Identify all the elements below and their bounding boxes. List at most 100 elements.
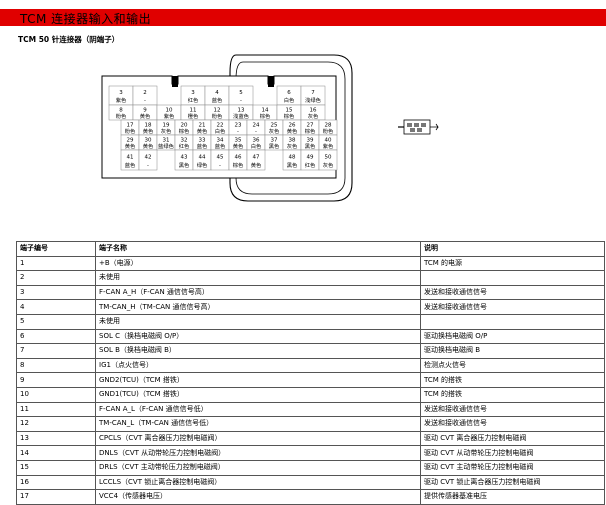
pin-wire-color: 棕色 (179, 127, 190, 135)
description-cell: TCM 的搭铁 (420, 372, 605, 388)
pin-number: 10 (166, 107, 173, 113)
pin-number: 5 (239, 90, 243, 96)
pin-number: 11 (190, 107, 197, 113)
pin-name-cell: IG1（点火信号） (95, 357, 421, 374)
pin-number: 18 (145, 122, 152, 128)
pin-number: 3 (119, 90, 123, 96)
pin-number: 9 (143, 107, 147, 113)
pin-number: 38 (289, 137, 296, 143)
pin-number: 46 (235, 154, 242, 160)
pin-name-cell: DNLS（CVT 从动带轮压力控制电磁阀） (95, 445, 421, 461)
pin-number-cell: 12 (16, 416, 96, 432)
pin-wire-color: 白色 (215, 127, 226, 135)
pin-wire-color: 红色 (188, 96, 199, 104)
pin-name-cell: DRLS（CVT 主动带轮压力控制电磁阀） (95, 459, 421, 476)
pin-wire-color: 红色 (179, 142, 190, 150)
pin-number: 19 (163, 122, 170, 128)
pin-wire-color: 灰色 (269, 127, 280, 135)
pin-wire-color: 黄色 (287, 127, 298, 135)
locking-key-left (172, 76, 178, 87)
pin-number: 47 (253, 154, 260, 160)
pin-name-cell: GND1(TCU)（TCM 搭铁） (95, 386, 421, 403)
pin-number: 49 (307, 154, 314, 160)
description-cell: TCM 的搭铁 (420, 386, 605, 403)
connector-pin-23: 23- (228, 119, 248, 136)
pin-wire-color: - (147, 163, 149, 169)
pin-number: 36 (253, 137, 260, 143)
description-cell: TCM 的电源 (420, 255, 605, 272)
description-cell: 驱动 CVT 离合器压力控制电磁阀 (420, 430, 605, 447)
header-description: 说明 (420, 241, 605, 257)
pin-number: 42 (145, 154, 152, 160)
pin-wire-color: 灰色 (323, 161, 334, 169)
pin-wire-color: 白色 (284, 96, 295, 104)
pin-wire-color: 紫色 (323, 142, 334, 150)
pin-wire-color: 粉色 (125, 127, 136, 135)
pin-wire-color: 棕色 (260, 112, 271, 120)
pin-name-cell: F-CAN A_L（F-CAN 通信信号低） (95, 401, 421, 418)
pin-name-cell: TM-CAN_L（TM-CAN 通信信号低） (95, 416, 421, 432)
pin-name-cell: F-CAN A_H（F-CAN 通信信号高） (95, 284, 421, 301)
pin-wire-color: 灰色 (308, 112, 319, 120)
connector-subtitle: TCM 50 针连接器（阴端子） (18, 35, 120, 44)
connector-housing-inner (235, 61, 346, 195)
pin-name-cell: +B（电源） (95, 255, 421, 272)
pin-wire-color: 黄色 (197, 127, 208, 135)
connector-pin-9: 9黄色 (132, 104, 158, 121)
description-cell: 驱动换档电磁阀 B (420, 343, 605, 359)
pin-number: 14 (262, 107, 269, 113)
pin-number: 48 (289, 154, 296, 160)
description-cell: 发送和接收通信信号 (420, 299, 605, 315)
description-cell (420, 270, 605, 286)
pin-cell-box (138, 149, 158, 171)
connector-pin-3: 3紫色 (108, 85, 134, 106)
pin-number-cell: 7 (16, 343, 96, 359)
pin-number: 33 (199, 137, 206, 143)
connector-pin-42: 42 - (138, 149, 158, 171)
pin-name-cell: 未使用 (95, 313, 421, 330)
pin-number: 25 (271, 122, 278, 128)
pin-number: 22 (217, 122, 224, 128)
pin-wire-color: 棕色 (305, 127, 316, 135)
connector-pin-6: 6白色 (276, 85, 302, 106)
pin-wire-color: 棕色 (284, 112, 295, 120)
connector-pin-8: 8粉色 (108, 104, 134, 121)
pin-wire-color: 浅绿色 (305, 96, 322, 104)
pin-wire-color: 黄色 (251, 161, 262, 169)
pin-wire-color: 蓝色 (215, 142, 226, 150)
pin-wire-color: - (144, 98, 146, 104)
pin-name-cell: SOL C（换档电磁阀 O/P） (95, 328, 421, 345)
pin-number: 12 (214, 107, 221, 113)
table-row: 1+B（电源）TCM 的电源 (16, 255, 605, 272)
pin-number-cell: 11 (16, 401, 96, 418)
